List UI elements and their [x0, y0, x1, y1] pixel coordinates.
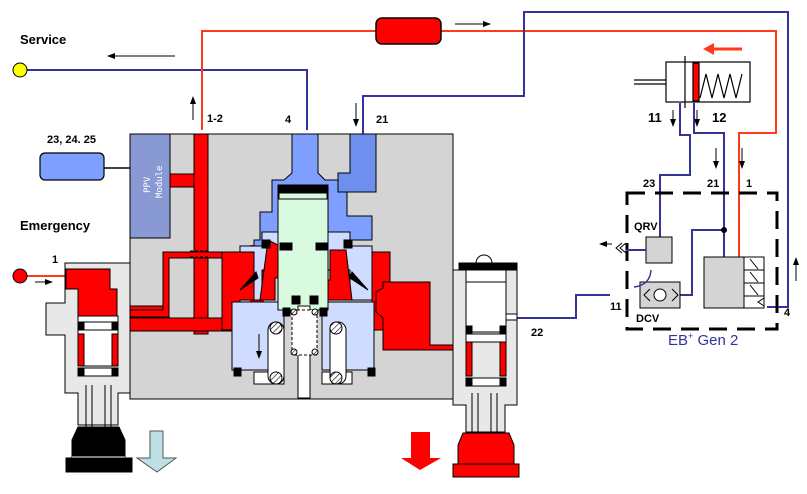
release-arrow-icon: [135, 430, 178, 473]
port-21-label: 21: [376, 114, 388, 126]
eb-port-4-label: 4: [784, 307, 791, 319]
emergency-valve: [45, 262, 133, 473]
red-supply-line: [201, 30, 777, 262]
ppv-label-2: Module: [155, 165, 165, 198]
ppv-module: [129, 133, 171, 239]
junction-dot: [721, 227, 727, 233]
eb-port-23-label: 23: [643, 178, 655, 190]
ppv-label-1: PPV: [143, 176, 153, 193]
port-4-label: 4: [285, 114, 292, 126]
dcv-valve: [639, 281, 681, 309]
port-23-24-25-label: 23, 24. 25: [47, 134, 96, 146]
eb-module-label: EB+ Gen 2: [668, 331, 738, 349]
red-reservoir-icon: [375, 17, 442, 45]
red-channel-right: [375, 281, 471, 351]
spring-brake-valve: [452, 254, 520, 478]
line-22: [517, 294, 610, 319]
dcv-label: DCV: [636, 313, 660, 325]
direction-arrows: [35, 21, 799, 285]
port-23-24-25-block: [39, 152, 105, 181]
port-1-emergency-label: 1: [52, 254, 58, 266]
service-line: [20, 69, 308, 130]
emergency-coupling-icon: [12, 268, 28, 284]
modulator-valve: [703, 256, 765, 309]
eb-module-outline: [625, 191, 779, 331]
actuator-lines: [659, 103, 725, 296]
eb-port-1-label: 1: [746, 178, 752, 190]
emergency-label: Emergency: [20, 218, 91, 233]
qrv-valve: [615, 236, 673, 264]
actuator-port-11-label: 11: [648, 110, 662, 125]
eb-port-21-label: 21: [707, 178, 719, 190]
actuator-port-12-label: 12: [712, 110, 726, 125]
service-coupling-icon: [12, 62, 28, 78]
spring-actuator: [634, 56, 751, 108]
dcv-exhaust-arrow: [633, 269, 652, 288]
port-1-2-label: 1-2: [207, 113, 223, 125]
control-line-21: [362, 11, 789, 308]
service-label: Service: [20, 32, 66, 47]
port-22-label: 22: [531, 327, 543, 339]
eb-port-11-label: 11: [610, 301, 622, 313]
actuator-direction-arrowhead: [703, 43, 714, 55]
qrv-label: QRV: [634, 221, 658, 233]
apply-arrow-icon: [401, 432, 441, 470]
